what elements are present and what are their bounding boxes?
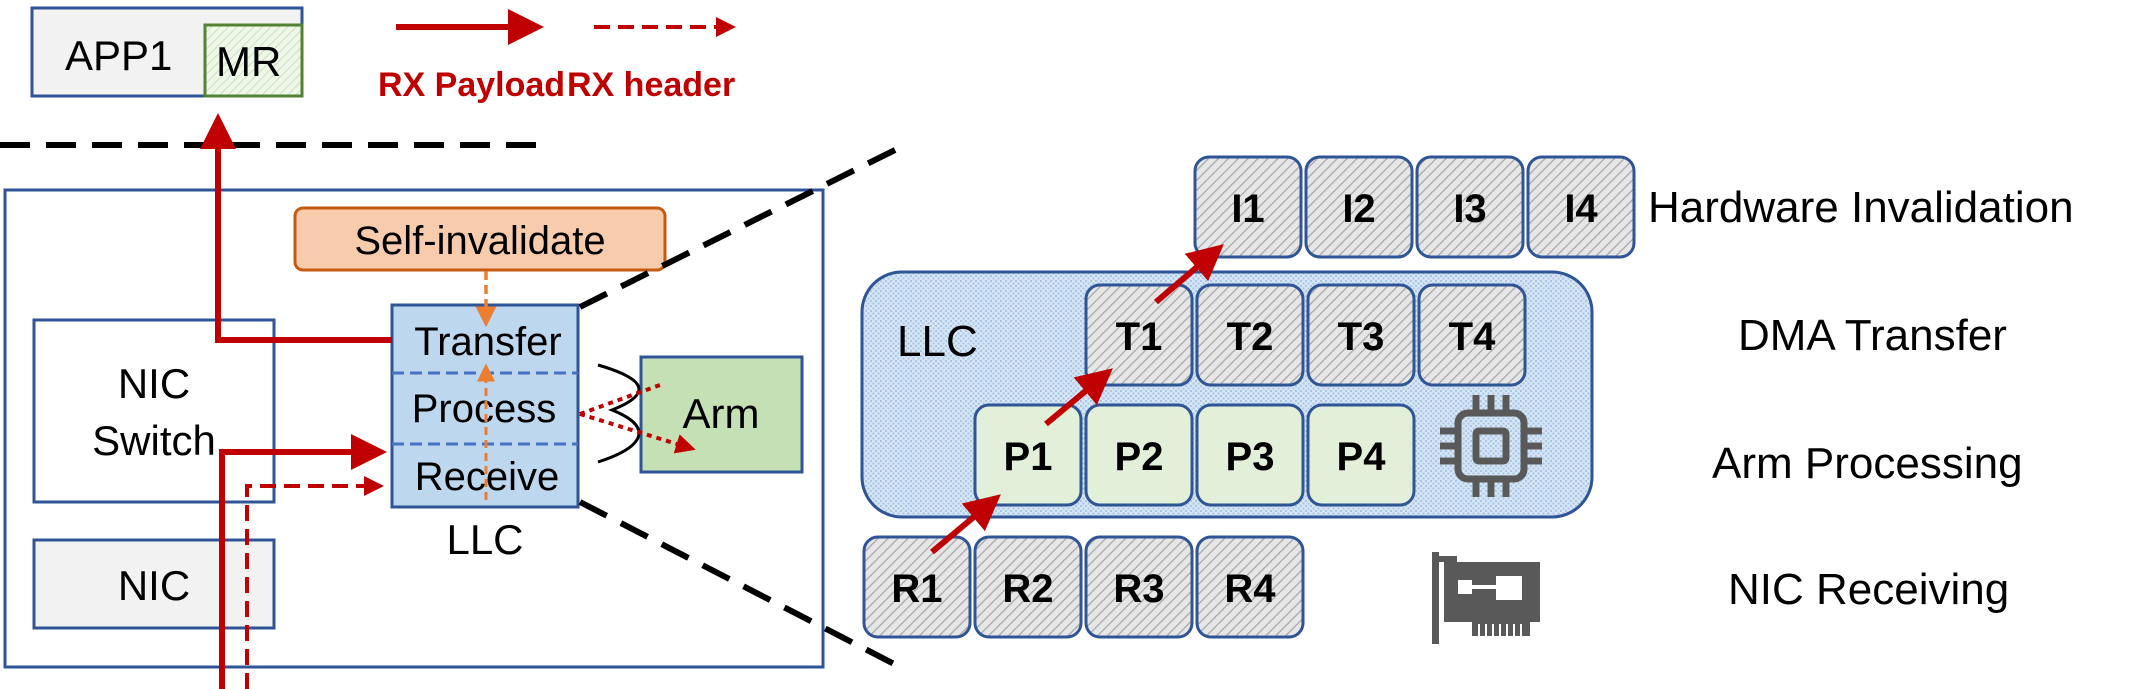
cell-p1: P1 bbox=[1004, 435, 1053, 479]
self-invalidate-box: Self-invalidate bbox=[293, 206, 667, 272]
llc-caption: LLC bbox=[446, 516, 523, 563]
cell-t3: T3 bbox=[1338, 315, 1385, 359]
legend-header-label: RX header bbox=[567, 66, 735, 104]
row-label-receiving: NIC Receiving bbox=[1728, 565, 2009, 614]
process-to-arm-arrow-top bbox=[579, 383, 661, 416]
llc-region-label: LLC bbox=[897, 317, 978, 366]
nic-box: NIC bbox=[32, 538, 276, 630]
processing-row: P1 P2 P3 P4 bbox=[973, 403, 1416, 507]
cell-i4: I4 bbox=[1564, 187, 1598, 231]
invalidation-row: I1 I2 I3 I4 bbox=[1193, 155, 1636, 259]
cell-r2: R2 bbox=[1002, 567, 1053, 611]
cpu-chip-icon bbox=[1440, 395, 1542, 497]
arm-label: Arm bbox=[683, 390, 760, 437]
legend: RX Payload RX header bbox=[378, 9, 736, 104]
arrow-p1-t1 bbox=[1044, 368, 1113, 427]
mr-label: MR bbox=[216, 38, 281, 85]
row-label-processing: Arm Processing bbox=[1712, 439, 2023, 488]
arrow-t1-i1 bbox=[1154, 244, 1224, 305]
stage-receive: Receive bbox=[415, 455, 560, 499]
cell-p2: P2 bbox=[1115, 435, 1164, 479]
legend-payload-label: RX Payload bbox=[378, 66, 565, 104]
row-label-transfer: DMA Transfer bbox=[1738, 311, 2007, 360]
cell-i3: I3 bbox=[1453, 187, 1486, 231]
cell-t4: T4 bbox=[1449, 315, 1496, 359]
row-label-invalidation: Hardware Invalidation bbox=[1648, 183, 2074, 232]
app1-box: APP1 MR bbox=[30, 6, 304, 98]
stage-transfer: Transfer bbox=[414, 320, 561, 364]
app1-label: APP1 bbox=[65, 32, 172, 79]
receiving-row: R1 R2 R3 R4 bbox=[862, 535, 1305, 639]
mr-box bbox=[203, 23, 304, 98]
cell-p4: P4 bbox=[1337, 435, 1387, 479]
arm-box: Arm bbox=[639, 355, 804, 474]
stage-process: Process bbox=[412, 387, 557, 431]
nic-label: NIC bbox=[118, 562, 190, 609]
arm-bracket bbox=[597, 363, 641, 464]
rx-payload-in-path bbox=[219, 434, 387, 689]
nic-switch-line1: NIC bbox=[118, 360, 190, 407]
cell-p3: P3 bbox=[1226, 435, 1275, 479]
self-invalidate-label: Self-invalidate bbox=[354, 219, 605, 263]
cell-r3: R3 bbox=[1113, 567, 1164, 611]
arrow-r1-p1 bbox=[930, 494, 1001, 555]
rx-header-in-path bbox=[245, 476, 384, 689]
nic-switch-line2: Switch bbox=[92, 417, 216, 464]
zoom-line-bottom bbox=[578, 499, 902, 670]
nic-card-icon bbox=[1432, 552, 1540, 644]
cell-t2: T2 bbox=[1227, 315, 1274, 359]
rx-payload-to-mr-path bbox=[200, 113, 392, 343]
cell-r1: R1 bbox=[891, 567, 942, 611]
zoom-line-top bbox=[578, 142, 907, 310]
cell-t1: T1 bbox=[1116, 315, 1163, 359]
transfer-row: T1 T2 T3 T4 bbox=[1084, 283, 1527, 387]
cell-r4: R4 bbox=[1224, 567, 1276, 611]
cell-i2: I2 bbox=[1342, 187, 1375, 231]
cell-i1: I1 bbox=[1231, 187, 1264, 231]
nic-switch-box: NIC Switch bbox=[32, 318, 276, 504]
